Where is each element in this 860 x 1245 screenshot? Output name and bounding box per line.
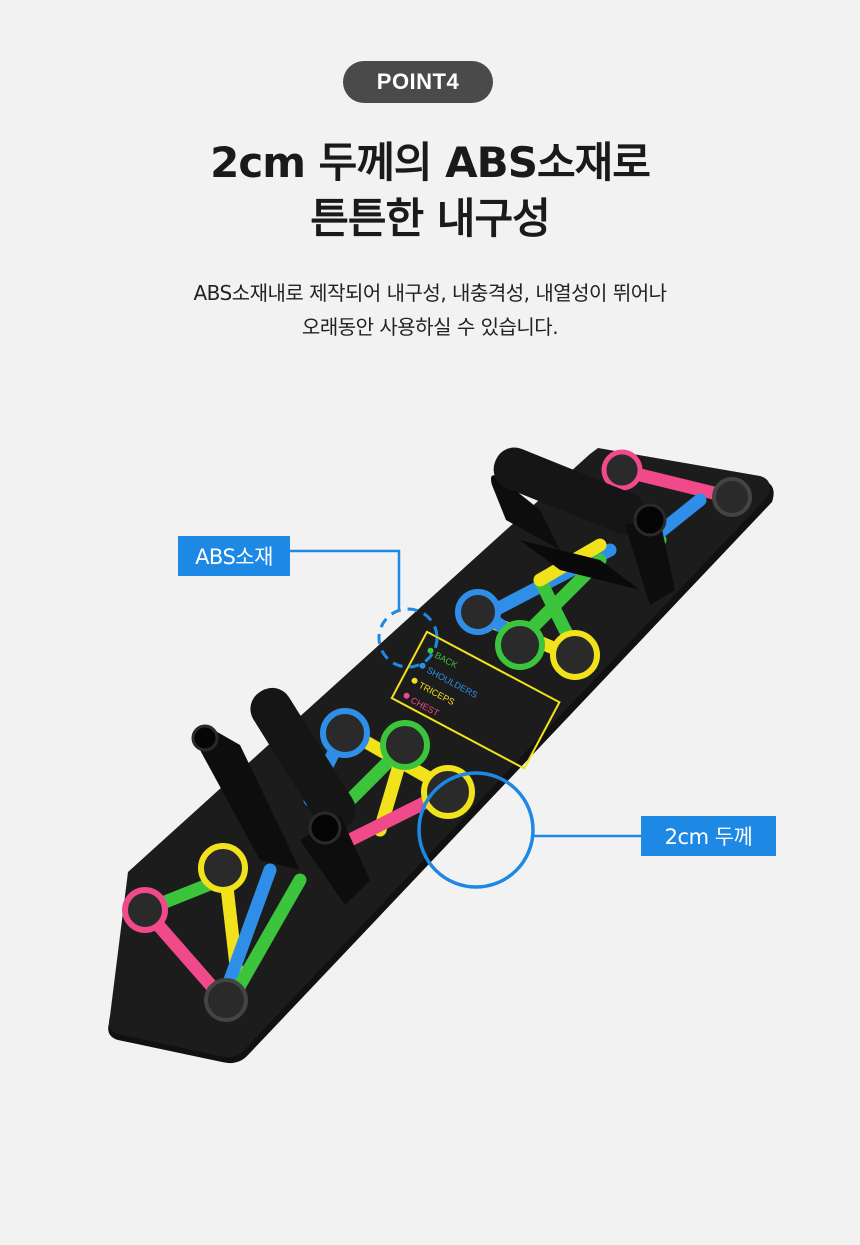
pushup-board [108,448,774,1064]
callout-material-pointer [290,549,439,669]
title-line-2: 튼튼한 내구성 [310,194,550,243]
pushup-handle-top [491,447,675,605]
callout-thickness-label: 2cm 두께 [641,816,776,856]
pushup-handle-bottom [191,687,370,905]
callout-material-label: ABS소재 [178,536,290,576]
point-badge: POINT4 [343,61,493,103]
description-line-2: 오래동안 사용하실 수 있습니다. [301,315,559,339]
callout-thickness-pointer [417,771,641,889]
page-title: 2cm 두께의 ABS소재로 튼튼한 내구성 [0,135,860,247]
description-line-1: ABS소재내로 제작되어 내구성, 내충격성, 내열성이 뛰어나 [193,281,667,305]
title-line-1: 2cm 두께의 ABS소재로 [210,138,651,187]
description: ABS소재내로 제작되어 내구성, 내충격성, 내열성이 뛰어나 오래동안 사용… [0,276,860,344]
board-holes [122,449,752,1022]
